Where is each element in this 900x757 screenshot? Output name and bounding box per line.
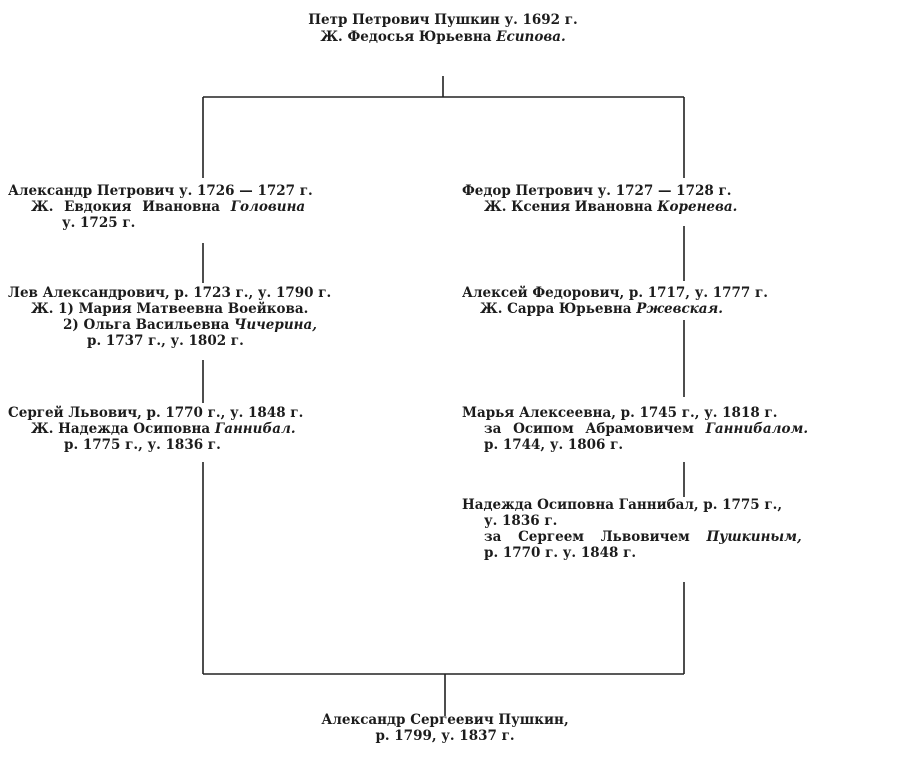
wife-sarra: Ж. Сарра Юрьевна Ржевская. (480, 301, 723, 317)
husband-osip: за Осипом Абрамовичем Ганнибалом. (484, 421, 808, 437)
husband-dates: р. 1770 г. у. 1848 г. (484, 545, 637, 561)
person-marya-alekseevna: Марья Алексеевна, р. 1745 г., у. 1818 г. (462, 405, 778, 421)
wife-dates: р. 1737 г., у. 1802 г. (87, 333, 244, 349)
husband-prefix: за Осипом Абрамовичем (484, 421, 706, 437)
wife-prefix: Ж. Сарра Юрьевна (480, 301, 637, 317)
wife-prefix: Ж. Надежда Осиповна (31, 421, 215, 437)
person-nadezhda-osipovna: Надежда Осиповна Ганнибал, р. 1775 г., (462, 497, 783, 513)
wife-prefix: 2) Ольга Васильевна (63, 317, 235, 333)
root-wife: Ж. Федосья Юрьевна Есипова. (320, 29, 565, 45)
person-lev-aleksandrovich: Лев Александрович, р. 1723 г., у. 1790 г… (8, 285, 332, 301)
wife-surname: Чичерина, (234, 317, 317, 333)
root-name: Петр Петрович Пушкин у. 1692 г. (308, 12, 578, 28)
root-wife-prefix: Ж. Федосья Юрьевна (320, 29, 497, 45)
person-aleksei-fedorovich: Алексей Федорович, р. 1717, у. 1777 г. (462, 285, 768, 301)
wife-prefix: Ж. Ксения Ивановна (484, 199, 658, 215)
root-wife-surname: Есипова. (496, 29, 566, 45)
person-sergei-lvovich: Сергей Львович, р. 1770 г., у. 1848 г. (8, 405, 304, 421)
husband-surname: Ганнибалом. (705, 421, 809, 437)
wife-dates: р. 1775 г., у. 1836 г. (64, 437, 221, 453)
wife-nadezhda: Ж. Надежда Осиповна Ганнибал. (31, 421, 296, 437)
husband-dates: р. 1744, у. 1806 г. (484, 437, 624, 453)
wife-olga: 2) Ольга Васильевна Чичерина, (63, 317, 317, 333)
person-fedor-petrovich: Федор Петрович у. 1727 — 1728 г. (462, 183, 732, 199)
wife-mariya: Ж. 1) Мария Матвеевна Воейкова. (31, 301, 309, 317)
wife-dates: у. 1725 г. (62, 215, 136, 231)
person-aleksandr-sergeevich: Александр Сергеевич Пушкин, (321, 712, 569, 728)
person-dates: р. 1799, у. 1837 г. (375, 728, 515, 744)
wife-surname: Коренева. (657, 199, 738, 215)
wife-prefix: Ж. Евдокия Ивановна (31, 199, 231, 215)
husband-surname: Пушкиным, (706, 529, 802, 545)
person-aleksandr-petrovich: Александр Петрович у. 1726 — 1727 г. (8, 183, 313, 199)
wife-surname: Головина (230, 199, 306, 215)
wife-surname: Ржевская. (636, 301, 723, 317)
husband-sergei: за Сергеем Львовичем Пушкиным, (484, 529, 802, 545)
wife-surname: Ганнибал. (214, 421, 296, 437)
wife-kseniya: Ж. Ксения Ивановна Коренева. (484, 199, 737, 215)
husband-prefix: за Сергеем Львовичем (484, 529, 707, 545)
person-dates: у. 1836 г. (484, 513, 558, 529)
wife-evdokiya: Ж. Евдокия Ивановна Головина (31, 199, 305, 215)
